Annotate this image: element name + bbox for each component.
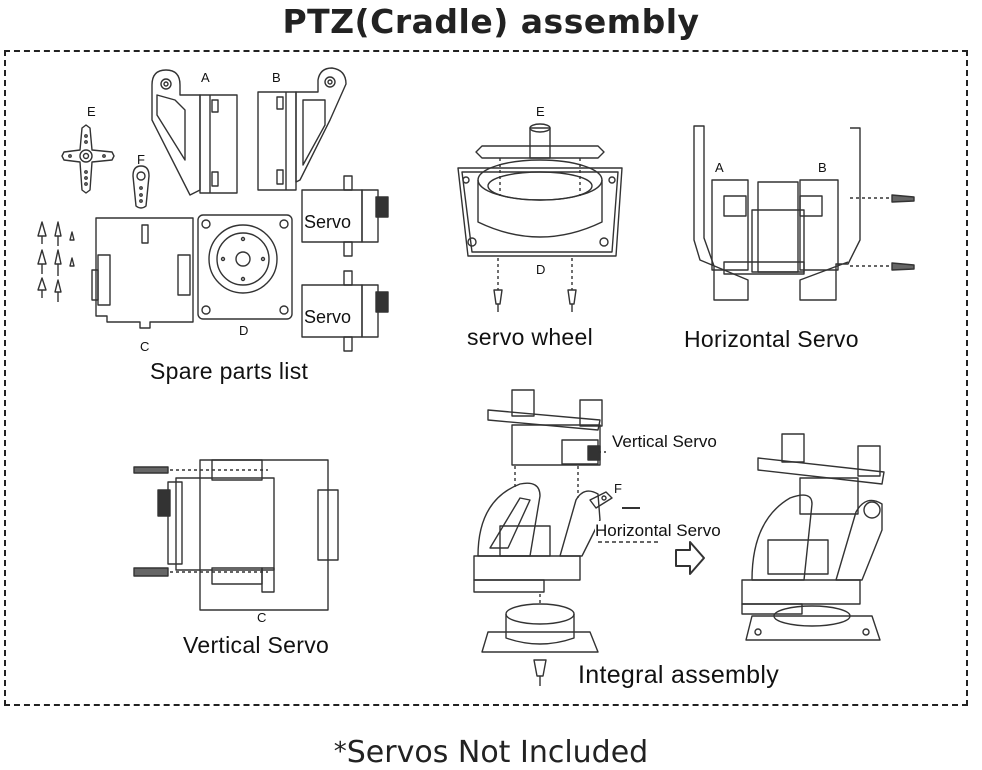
servo-top-icon bbox=[301, 175, 389, 257]
inline-label-vertical-servo: Vertical Servo bbox=[612, 432, 717, 452]
caption-servo-wheel: servo wheel bbox=[467, 324, 594, 350]
screws-icon bbox=[37, 221, 75, 302]
servo-label-bottom: Servo bbox=[304, 307, 352, 327]
integral-assembled-group bbox=[741, 433, 885, 641]
horizontal-servo-group bbox=[693, 125, 915, 301]
bracket-b-icon bbox=[257, 67, 347, 191]
inline-label-horizontal-servo: Horizontal Servo bbox=[595, 521, 721, 541]
caption-horizontal-servo: Horizontal Servo bbox=[684, 326, 859, 352]
spare-parts-group bbox=[37, 67, 389, 352]
part-label-a-horizontal: A bbox=[715, 160, 724, 175]
vertical-servo-group bbox=[133, 459, 339, 611]
part-label-b-horizontal: B bbox=[818, 160, 827, 175]
part-label-c: C bbox=[140, 339, 150, 354]
caption-integral-assembly: Integral assembly bbox=[578, 661, 780, 689]
part-label-f-integral: F bbox=[614, 481, 622, 496]
servo-bottom-icon bbox=[301, 270, 389, 352]
servo-wheel-group bbox=[457, 123, 623, 312]
servo-label-top: Servo bbox=[304, 212, 352, 232]
part-label-e: E bbox=[87, 104, 96, 119]
dashed-frame bbox=[4, 50, 968, 706]
part-label-f: F bbox=[137, 152, 145, 167]
part-label-d-wheel: D bbox=[536, 262, 546, 277]
caption-spare-parts: Spare parts list bbox=[150, 358, 309, 384]
servo-horn-arm-icon bbox=[132, 165, 150, 209]
footnote-text: Servos Not Included bbox=[346, 735, 649, 770]
footnote: *Servos Not Included bbox=[0, 735, 982, 770]
plate-d-icon bbox=[197, 214, 293, 320]
part-label-a: A bbox=[201, 70, 210, 85]
integral-exploded-group bbox=[473, 389, 660, 686]
servo-horn-cross-icon bbox=[61, 124, 115, 194]
page-title: PTZ(Cradle) assembly bbox=[282, 2, 700, 41]
plate-c-icon bbox=[91, 217, 194, 329]
arrow-right-icon bbox=[675, 541, 705, 575]
bracket-a-icon bbox=[151, 69, 238, 196]
part-label-e-wheel: E bbox=[536, 104, 545, 119]
caption-vertical-servo: Vertical Servo bbox=[183, 632, 330, 658]
part-label-c-vertical: C bbox=[257, 610, 267, 625]
part-label-b: B bbox=[272, 70, 281, 85]
footnote-star: * bbox=[333, 737, 347, 767]
part-label-d: D bbox=[239, 323, 249, 338]
